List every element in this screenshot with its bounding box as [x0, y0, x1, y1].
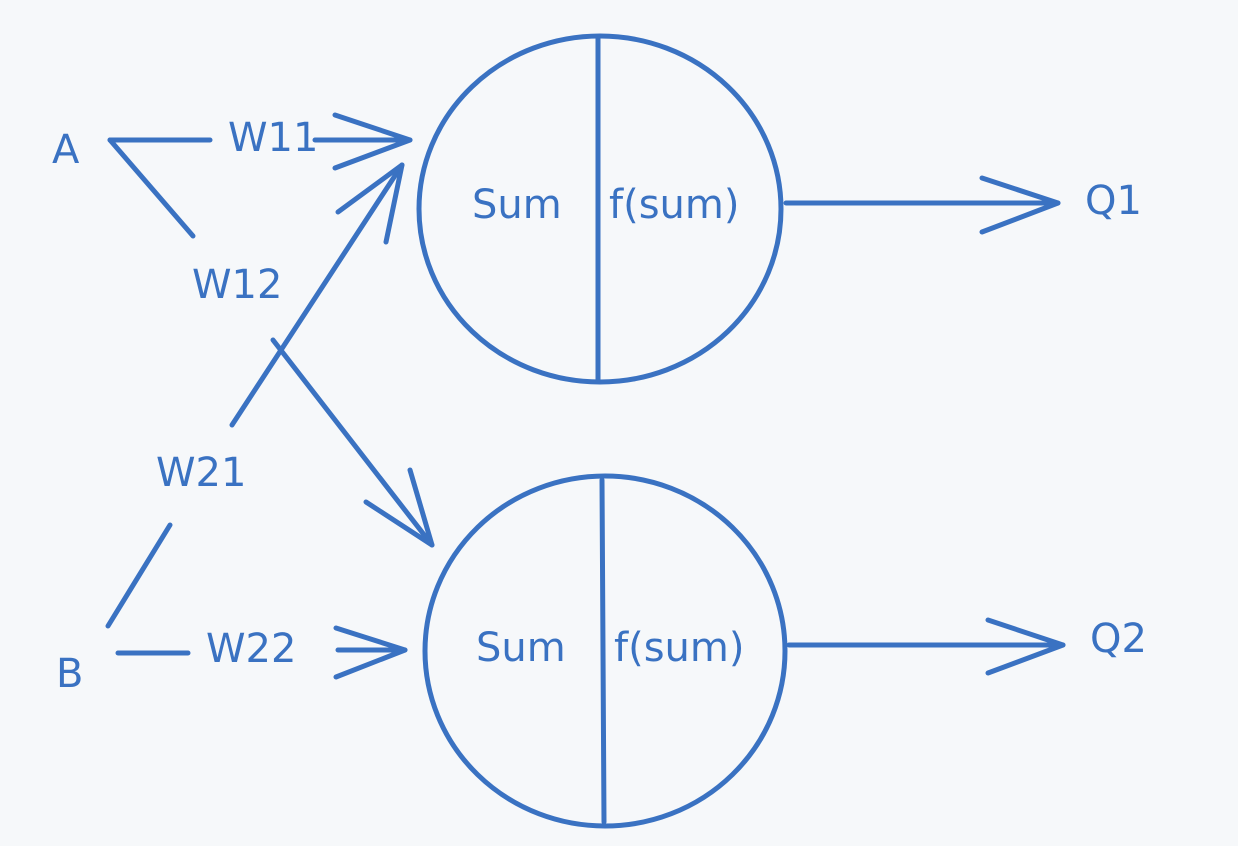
- neuron-2-output-arrow: [786, 617, 1066, 676]
- edge-w11: [107, 112, 413, 171]
- weight-w12-label: W12: [192, 262, 282, 308]
- edge-w22: [115, 625, 408, 680]
- input-a-label: A: [52, 127, 80, 173]
- weight-w21-label: W21: [156, 450, 246, 496]
- neuron-2: Sum f(sum): [422, 473, 788, 829]
- output-q2-label: Q2: [1090, 616, 1147, 662]
- edge-w12: [107, 137, 435, 548]
- neuron-1-circle: [416, 33, 784, 385]
- neuron-1-sum-label: Sum: [472, 182, 562, 228]
- weight-w22-label: W22: [206, 626, 296, 672]
- edge-w21: [105, 162, 405, 629]
- neuron-1-activation-label: f(sum): [609, 182, 739, 228]
- neuron-2-activation-label: f(sum): [614, 625, 744, 671]
- neuron-1: Sum f(sum): [416, 33, 784, 385]
- output-q1-label: Q1: [1085, 178, 1142, 224]
- neuron-2-sum-label: Sum: [476, 625, 566, 671]
- neuron-2-divider: [599, 477, 607, 825]
- neuron-1-output-arrow: [783, 175, 1061, 235]
- input-b-label: B: [56, 651, 83, 697]
- neuron-2-circle: [422, 473, 788, 829]
- weight-w11-label: W11: [228, 115, 318, 161]
